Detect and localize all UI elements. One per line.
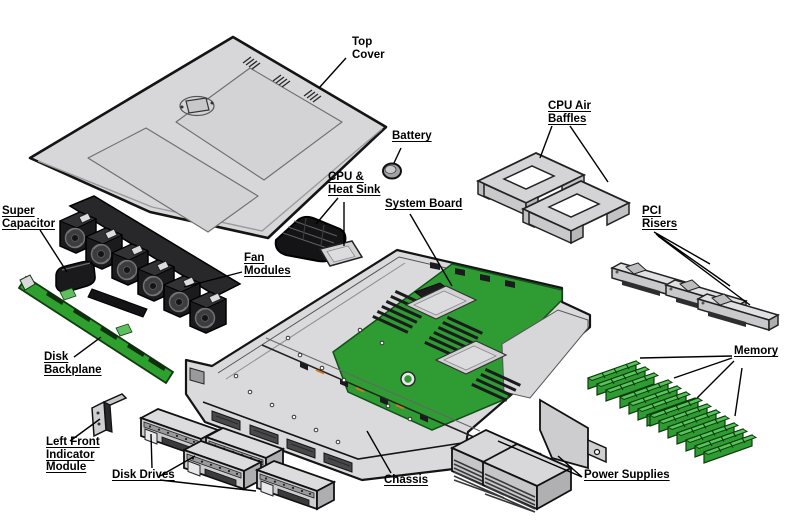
label-cpu-heat-sink: CPU & Heat Sink — [328, 171, 380, 196]
label-line: Chassis — [384, 474, 429, 486]
disk-drive — [256, 460, 335, 510]
label-fan-modules: Fan Modules — [244, 252, 291, 277]
label-left-front-indicator-module: Left Front Indicator Module — [46, 436, 100, 474]
leader-lines — [39, 57, 751, 492]
label-disk-backplane: Disk Backplane — [44, 351, 102, 376]
fan-unit — [189, 291, 227, 334]
label-cpu-air-baffles: CPU Air Baffles — [548, 100, 591, 125]
label-line: Backplane — [44, 363, 102, 376]
leader-battery — [393, 147, 402, 164]
leader-chassis — [366, 430, 392, 474]
label-battery: Battery — [392, 130, 432, 143]
leader-pci-risers — [653, 231, 751, 306]
label-chassis: Chassis — [384, 474, 428, 487]
leader-left-front-indicator — [69, 418, 101, 442]
label-line: Super — [2, 205, 35, 217]
leader-disk-backplane — [73, 336, 102, 358]
label-line: Left Front — [46, 436, 100, 448]
super-capacitor-cable — [87, 288, 148, 318]
label-line: Fan — [244, 252, 265, 264]
label-line: Battery — [392, 130, 432, 142]
label-line: Modules — [244, 264, 291, 277]
leader-cpu-air-baffles — [539, 125, 609, 183]
cover-latch — [179, 95, 215, 117]
part-disk-backplane — [17, 274, 175, 385]
leader-system-board — [409, 213, 453, 287]
part-pci-risers — [611, 262, 779, 331]
leader-disk-drives — [150, 433, 257, 492]
drive-bay-openings — [211, 410, 353, 473]
part-cpu-heatsink — [274, 215, 364, 267]
part-memory — [587, 360, 757, 464]
part-fan-modules — [59, 195, 242, 334]
label-super-capacitor: Super Capacitor — [2, 205, 55, 230]
label-line: Heat Sink — [328, 183, 381, 196]
label-power-supplies: Power Supplies — [584, 469, 670, 482]
label-line: Disk Drives — [112, 469, 175, 481]
chassis-screws — [233, 327, 413, 445]
part-cpu-air-baffles — [477, 152, 630, 244]
part-top-cover — [28, 35, 388, 240]
label-line: Capacitor — [2, 217, 56, 230]
label-line: Risers — [642, 217, 678, 230]
part-power-supplies — [451, 398, 607, 513]
label-pci-risers: PCI Risers — [642, 205, 677, 230]
leader-super-capacitor — [39, 229, 68, 273]
leader-power-supplies — [497, 440, 583, 478]
part-battery — [382, 162, 402, 180]
label-line: Memory — [734, 345, 779, 357]
label-disk-drives: Disk Drives — [112, 469, 175, 482]
label-top-cover: Top Cover — [352, 36, 385, 61]
label-line: CPU & — [328, 171, 364, 183]
label-line: Cover — [352, 48, 385, 61]
label-line: Module — [46, 461, 87, 473]
label-line: System Board — [385, 198, 463, 210]
label-system-board: System Board — [385, 198, 462, 211]
leader-top-cover — [318, 57, 347, 89]
leader-fan-modules — [183, 271, 243, 288]
label-line: Baffles — [548, 112, 587, 125]
leader-cpu-heat-sink — [315, 197, 345, 246]
leader-memory — [639, 355, 743, 417]
dimm-slots — [372, 290, 521, 402]
label-line: Indicator — [46, 448, 95, 461]
label-line: Power Supplies — [584, 469, 670, 481]
label-line: Top — [352, 36, 373, 48]
label-memory: Memory — [734, 345, 778, 358]
part-system-board — [332, 262, 589, 431]
label-line: PCI — [642, 205, 662, 217]
label-line: CPU Air — [548, 100, 592, 112]
part-chassis — [184, 248, 592, 482]
part-left-front-indicator-module — [91, 393, 128, 438]
label-line: Disk — [44, 351, 69, 363]
